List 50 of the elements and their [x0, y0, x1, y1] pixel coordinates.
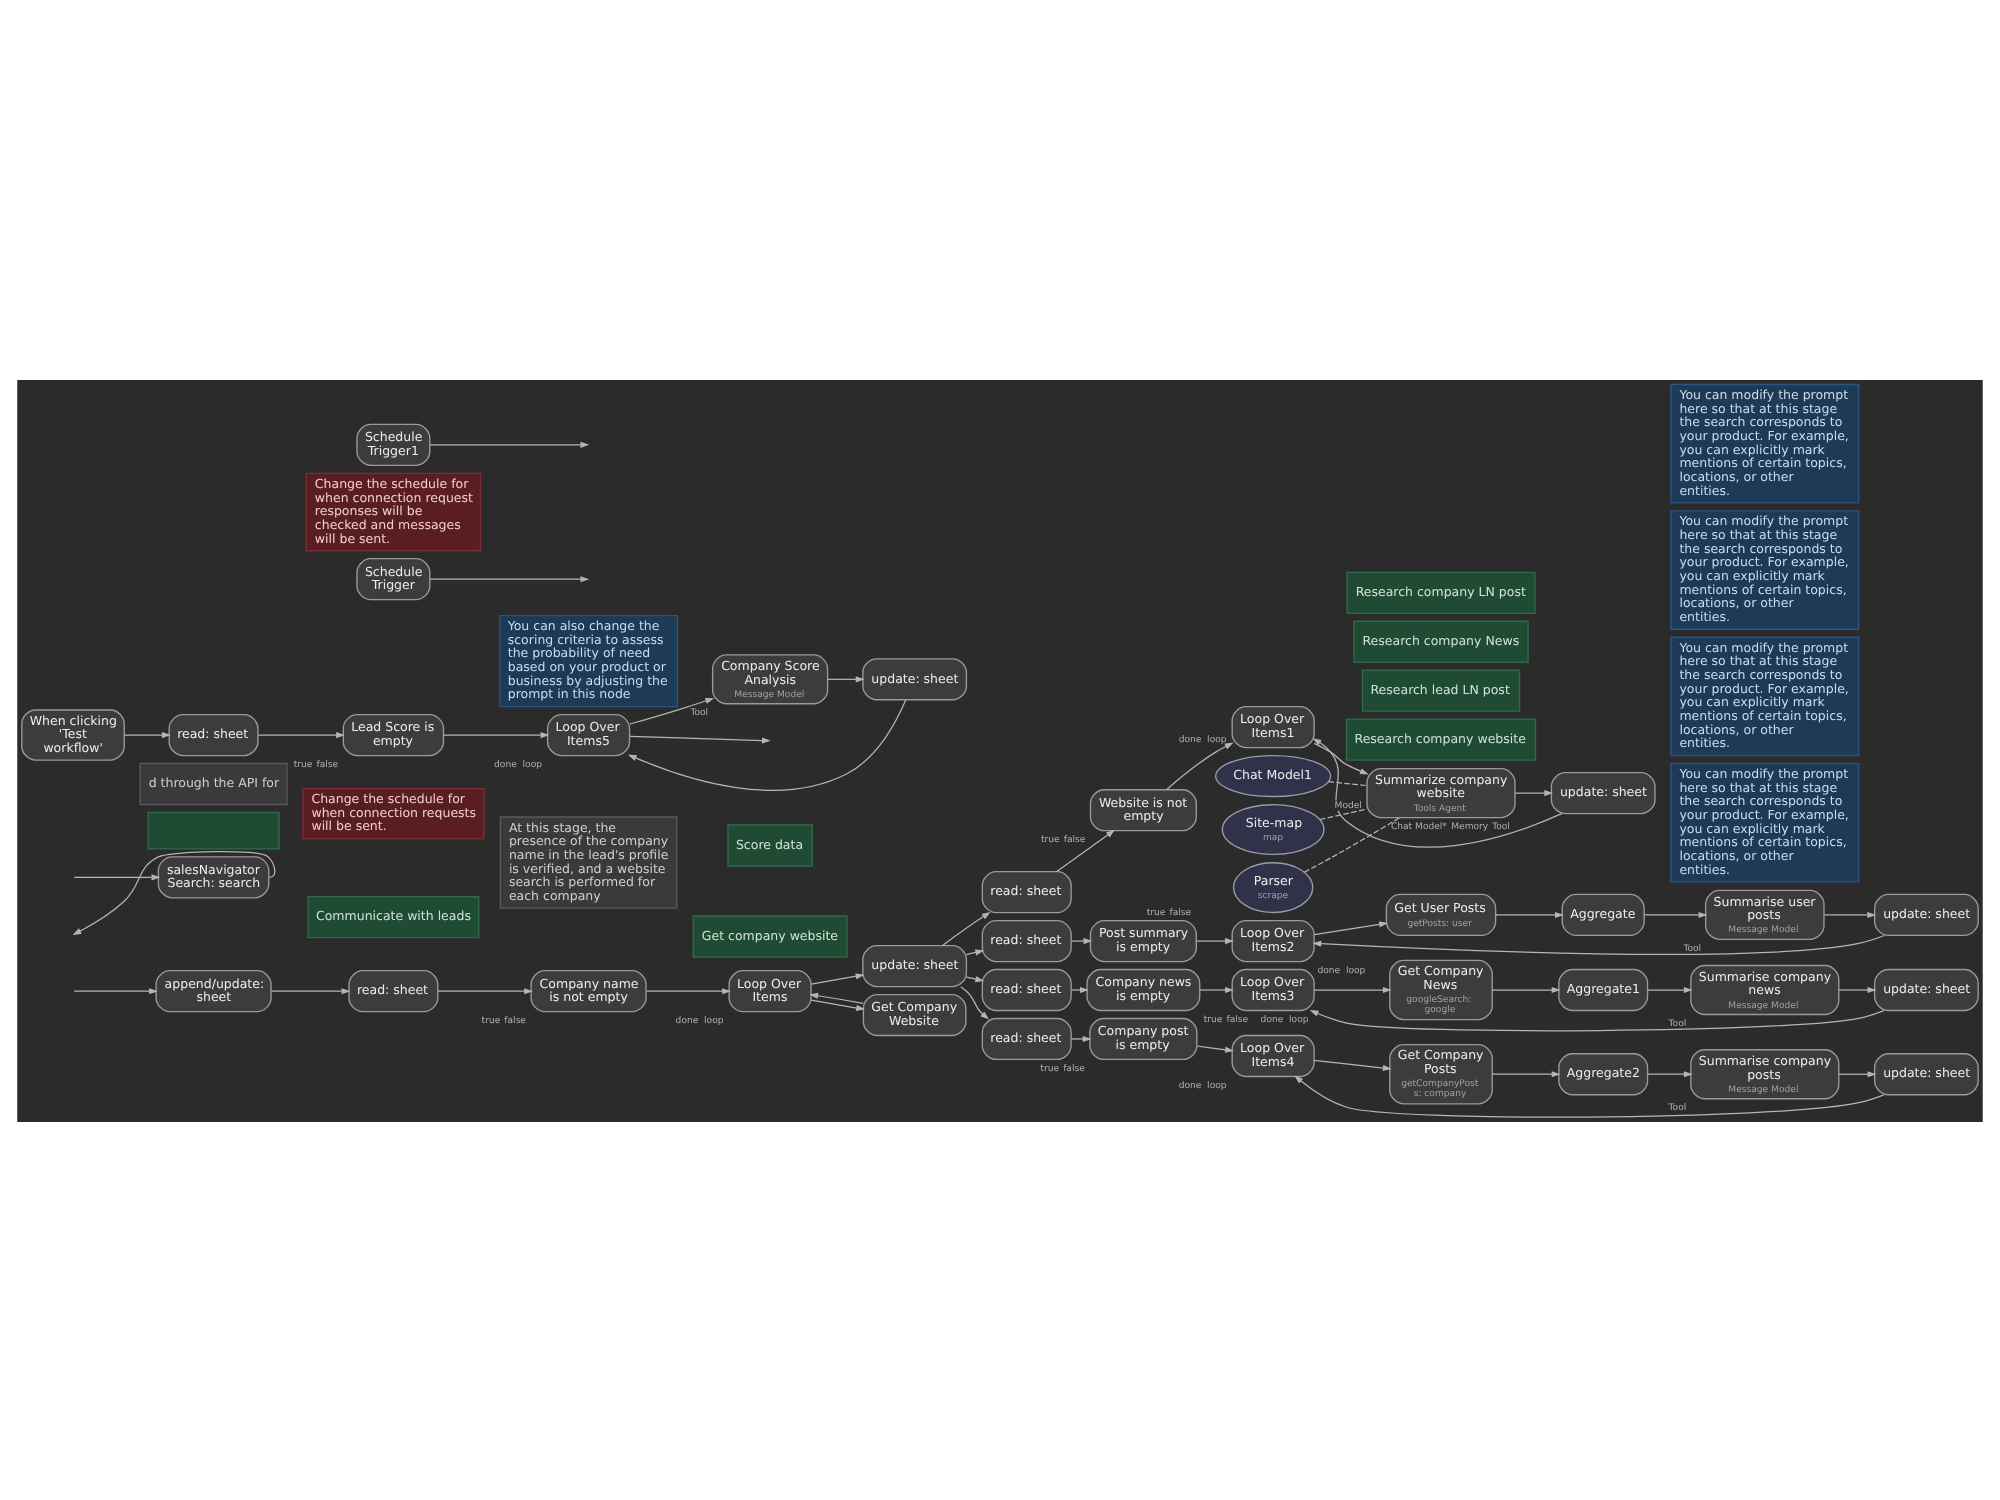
arrow	[123, 731, 171, 738]
arrow	[810, 998, 865, 1010]
arrow	[629, 734, 771, 743]
arrow	[1166, 741, 1234, 790]
arrow	[73, 873, 161, 880]
arrow	[73, 987, 158, 994]
arrow	[72, 850, 276, 935]
arrow	[1199, 985, 1234, 993]
arrow	[443, 731, 550, 738]
arrow	[257, 731, 345, 738]
arrow	[941, 910, 991, 946]
arrow	[1838, 985, 1877, 993]
arrow	[965, 948, 985, 955]
arrow	[429, 575, 590, 582]
arrow	[965, 975, 985, 982]
arrow	[1056, 828, 1115, 872]
arrow	[1313, 1058, 1392, 1071]
arrow	[1495, 910, 1564, 917]
connector	[1319, 807, 1368, 820]
arrow	[1823, 910, 1877, 917]
arrow	[1196, 1044, 1234, 1052]
arrow	[270, 987, 351, 994]
arrow	[1313, 920, 1388, 935]
arrow	[1070, 985, 1089, 993]
arrow	[1514, 789, 1554, 796]
arrow	[1313, 741, 1369, 774]
arrow	[1313, 985, 1392, 993]
arrow	[827, 675, 865, 682]
arrow	[1491, 985, 1561, 993]
arrow	[810, 972, 865, 984]
arrow	[960, 985, 990, 1019]
arrow	[437, 987, 533, 994]
connector	[1327, 780, 1368, 786]
arrow	[1838, 1070, 1877, 1077]
arrow	[1070, 937, 1093, 944]
connector	[1303, 816, 1401, 872]
arrow	[1643, 910, 1708, 917]
arrow	[627, 698, 907, 790]
arrow	[629, 697, 715, 724]
arrow	[1312, 737, 1563, 847]
arrow	[1195, 937, 1234, 944]
arrow	[1647, 985, 1693, 993]
arrow	[1070, 1034, 1092, 1042]
arrow	[809, 991, 864, 1003]
arrow	[429, 440, 590, 447]
node-box	[147, 810, 280, 849]
arrow	[1294, 1074, 1885, 1117]
arrow	[1491, 1070, 1561, 1077]
arrow	[1647, 1070, 1693, 1077]
arrow	[645, 987, 731, 994]
